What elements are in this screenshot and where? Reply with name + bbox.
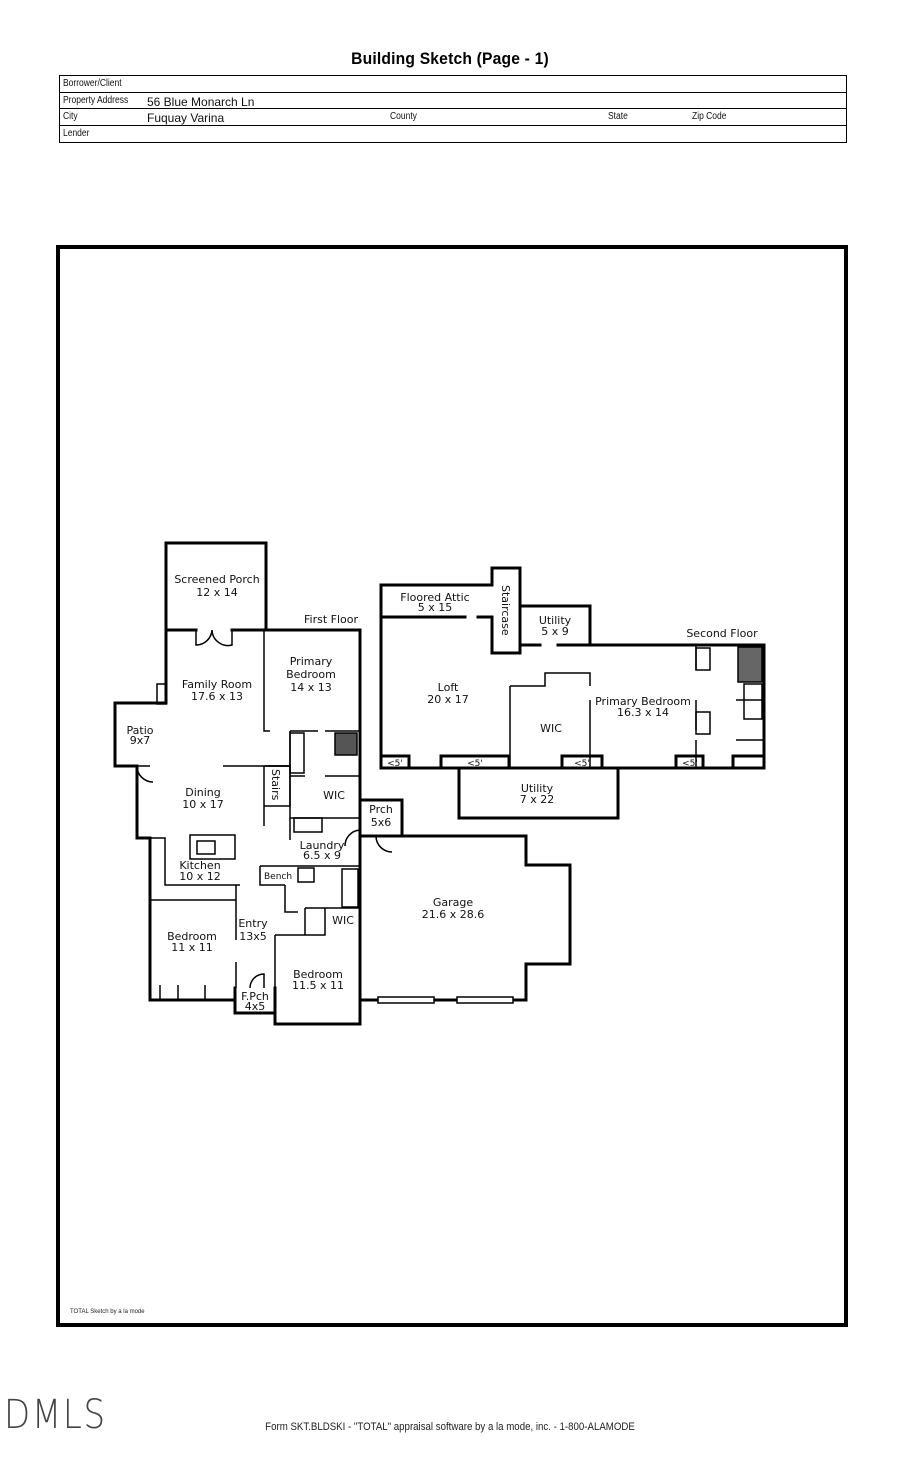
- low-ceiling-marker: <5': [682, 759, 698, 769]
- city-label: City: [63, 111, 78, 122]
- state-label: State: [608, 111, 628, 122]
- room-garage: Garage: [433, 896, 474, 909]
- lender-row: Lender: [60, 126, 846, 143]
- room-label-line2: Bedroom: [286, 668, 336, 681]
- footer-form-text: Form SKT.BLDSKI - "TOTAL" appraisal soft…: [265, 1421, 635, 1433]
- room-floored-attic: Floored Attic: [400, 591, 469, 604]
- room-dims: 5 x 9: [541, 625, 569, 638]
- room-utility-upper: Utility: [539, 614, 572, 627]
- room-family-room: Family Room: [182, 678, 252, 691]
- property-header-table: Borrower/Client Property Address 56 Blue…: [59, 75, 847, 143]
- borrower-label: Borrower/Client: [63, 78, 122, 89]
- room-dims: 21.6 x 28.6: [422, 908, 485, 921]
- room-loft: Loft: [438, 681, 459, 694]
- sketch-credit: TOTAL Sketch by a la mode: [70, 1309, 145, 1315]
- room-primary-bedroom-upper: Primary Bedroom: [595, 695, 691, 708]
- room-dims: 5 x 15: [418, 601, 453, 614]
- room-dims: 10 x 17: [182, 798, 224, 811]
- page-title: Building Sketch (Page - 1): [351, 49, 549, 68]
- zip-label: Zip Code: [692, 111, 727, 122]
- first-floor-label: First Floor: [304, 613, 358, 626]
- room-dims: 4x5: [245, 1000, 266, 1013]
- city-row: City Fuquay Varina County State Zip Code: [60, 109, 846, 126]
- room-dims: 7 x 22: [520, 793, 555, 806]
- room-dims: 16.3 x 14: [617, 706, 669, 719]
- room-entry: Entry: [238, 917, 268, 930]
- room-dims: 17.6 x 13: [191, 690, 243, 703]
- room-dims: 9x7: [130, 734, 151, 747]
- room-dims: 20 x 17: [427, 693, 469, 706]
- room-dining: Dining: [185, 786, 221, 799]
- low-ceiling-marker: <5': [387, 759, 403, 769]
- room-dims: 14 x 13: [290, 681, 332, 694]
- low-ceiling-marker: <5': [574, 759, 590, 769]
- room-primary-bedroom: Primary: [290, 655, 333, 668]
- room-f-pch: F.Pch: [241, 990, 269, 1003]
- room-dims: 6.5 x 9: [303, 849, 341, 862]
- bench-label: Bench: [264, 872, 292, 882]
- room-dims: 11 x 11: [171, 941, 213, 954]
- room-utility-lower: Utility: [521, 782, 554, 795]
- room-wic-upper: WIC: [540, 722, 562, 735]
- room-wic-2: WIC: [332, 914, 354, 927]
- room-dims: 5x6: [371, 816, 392, 829]
- low-ceiling-marker: <5': [467, 759, 483, 769]
- second-floor-label: Second Floor: [686, 627, 758, 640]
- room-kitchen: Kitchen: [179, 859, 220, 872]
- room-prch: Prch: [369, 803, 393, 816]
- room-dims: 13x5: [239, 930, 267, 943]
- room-wic: WIC: [323, 789, 345, 802]
- room-screened-porch: Screened Porch: [174, 573, 259, 586]
- address-value: 56 Blue Monarch Ln: [147, 94, 255, 109]
- room-dims: 10 x 12: [179, 870, 221, 883]
- borrower-row: Borrower/Client: [60, 76, 846, 93]
- room-laundry: Laundry: [300, 839, 345, 852]
- dmls-watermark-logo: DMLS: [4, 1392, 107, 1438]
- room-dims: 12 x 14: [196, 586, 238, 599]
- lender-label: Lender: [63, 127, 90, 139]
- address-row: Property Address 56 Blue Monarch Ln: [60, 93, 846, 109]
- city-value: Fuquay Varina: [147, 111, 225, 125]
- address-label: Property Address: [63, 94, 129, 106]
- room-stairs: Stairs: [269, 769, 282, 801]
- room-staircase: Staircase: [499, 585, 512, 636]
- room-dims: 11.5 x 11: [292, 979, 344, 992]
- room-bedroom-2: Bedroom: [293, 968, 343, 981]
- room-patio: Patio: [127, 724, 154, 737]
- room-bedroom-1: Bedroom: [167, 930, 217, 943]
- county-label: County: [390, 111, 417, 122]
- sketch-frame: [56, 245, 848, 1327]
